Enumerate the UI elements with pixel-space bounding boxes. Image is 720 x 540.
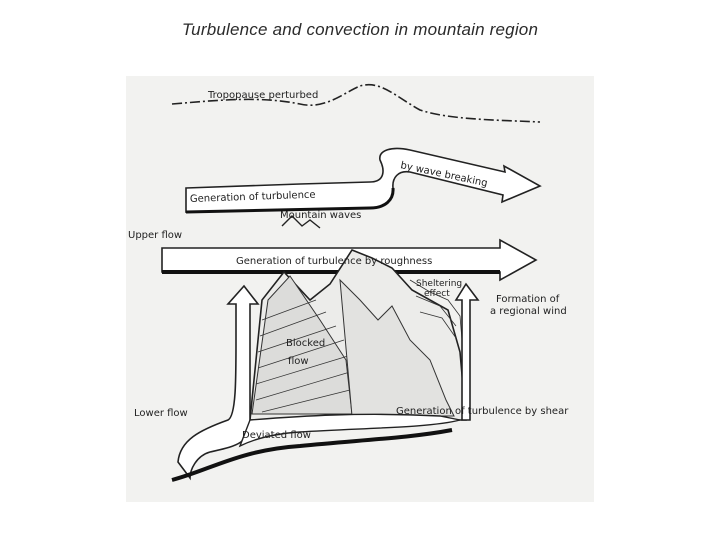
regional-wind-arrow [454, 282, 480, 421]
mountain-waves [281, 215, 321, 229]
label-gen-turbulence: Generation of turbulence [190, 190, 316, 205]
label-gen-shear: Generation of turbulence by shear [396, 406, 569, 417]
tropopause-line [171, 83, 541, 123]
label-gen-roughness: Generation of turbulence by roughness [236, 256, 432, 267]
label-deviated-flow: Deviated flow [242, 430, 311, 441]
label-regional-wind-1: Formation of [496, 294, 560, 305]
lower-flow-arrow [177, 284, 260, 481]
label-blocked-2: flow [288, 356, 309, 367]
label-mountain-waves: Mountain waves [280, 210, 361, 221]
label-regional-wind-2: a regional wind [490, 306, 567, 317]
label-lower-flow: Lower flow [134, 408, 188, 419]
lower-band-shadow [171, 428, 453, 482]
label-sheltering-2: effect [424, 289, 450, 299]
label-sheltering-1: Sheltering [416, 279, 462, 289]
deviated-flow-band [238, 413, 461, 448]
label-upper-flow: Upper flow [128, 230, 182, 241]
label-blocked-1: Blocked [286, 338, 325, 349]
slide-title: Turbulence and convection in mountain re… [181, 20, 539, 39]
upper-flow-arrow-shadow [185, 187, 395, 214]
mountain-range [249, 249, 467, 421]
label-tropopause: Tropopause perturbed [207, 90, 318, 101]
